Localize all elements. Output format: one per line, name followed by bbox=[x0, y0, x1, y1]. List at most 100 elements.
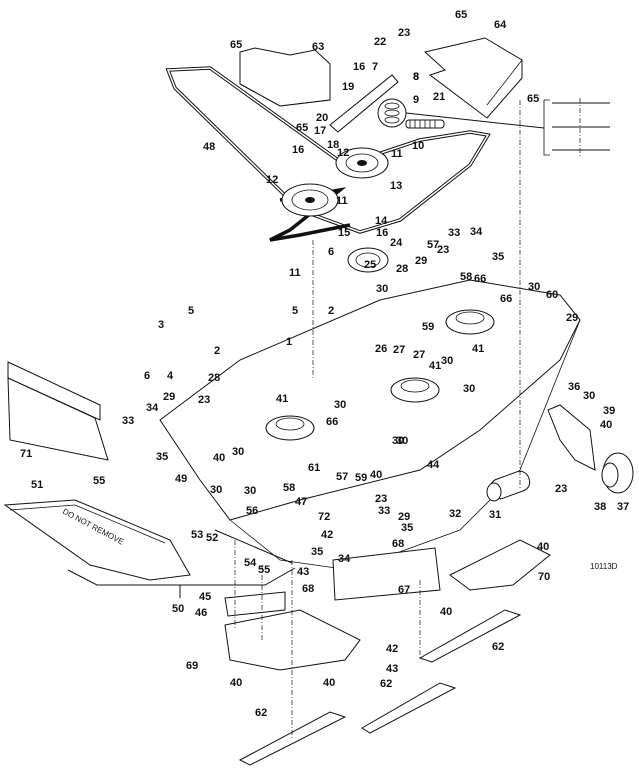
pulley-9 bbox=[377, 98, 407, 128]
baffle-67 bbox=[332, 547, 441, 601]
callout: 66 bbox=[326, 416, 338, 428]
callout: 33 bbox=[122, 415, 134, 427]
belt-48 bbox=[165, 66, 491, 234]
callout: 62 bbox=[255, 707, 267, 719]
callout: 6 bbox=[328, 246, 334, 258]
callout: 3 bbox=[158, 319, 164, 331]
callout: 35 bbox=[311, 546, 323, 558]
callout: 23 bbox=[198, 394, 210, 406]
roller-31 bbox=[486, 470, 531, 502]
callout: 17 bbox=[314, 125, 326, 137]
callout: 32 bbox=[449, 508, 461, 520]
callout: 11 bbox=[336, 195, 348, 207]
callout: 53 bbox=[191, 529, 203, 541]
callout: 16 bbox=[376, 227, 388, 239]
callout: 35 bbox=[156, 451, 168, 463]
callout: 18 bbox=[327, 139, 339, 151]
bracket-line-50 bbox=[67, 567, 296, 598]
callout: 28 bbox=[396, 263, 408, 275]
callout: 40 bbox=[213, 452, 225, 464]
callout: 55 bbox=[93, 475, 105, 487]
callout: 29 bbox=[415, 255, 427, 267]
callout: 28 bbox=[208, 372, 220, 384]
callout: 61 bbox=[308, 462, 320, 474]
callout: 13 bbox=[390, 180, 402, 192]
callout-labels: 65 63 65 48 16 12 19 20 17 18 12 16 7 22… bbox=[20, 9, 629, 719]
callout: 66 bbox=[500, 293, 512, 305]
callout: 8 bbox=[413, 71, 419, 83]
callout: 11 bbox=[391, 148, 403, 160]
callout: 72 bbox=[318, 511, 330, 523]
callout: 49 bbox=[175, 473, 187, 485]
callout: 36 bbox=[568, 381, 580, 393]
callout: 58 bbox=[283, 482, 295, 494]
callout: 41 bbox=[472, 343, 484, 355]
callout: 25 bbox=[364, 259, 376, 271]
callout: 9 bbox=[413, 94, 419, 106]
callout: 34 bbox=[146, 402, 159, 414]
callout: 33 bbox=[378, 505, 390, 517]
callout: 4 bbox=[167, 370, 174, 382]
callout: 65 bbox=[527, 93, 539, 105]
callout: 65 bbox=[230, 39, 242, 51]
spindle-pulley-41-left bbox=[265, 415, 315, 441]
callout: 23 bbox=[375, 493, 387, 505]
callout: 30 bbox=[232, 446, 244, 458]
callout: 58 bbox=[460, 271, 472, 283]
callout: 12 bbox=[266, 174, 278, 186]
callout: 2 bbox=[214, 345, 220, 357]
callout: 42 bbox=[321, 529, 333, 541]
callout: 35 bbox=[492, 251, 504, 263]
callout: 11 bbox=[289, 267, 301, 279]
idler-arm-7 bbox=[329, 74, 399, 133]
callout: 37 bbox=[617, 501, 629, 513]
callout: 30 bbox=[441, 355, 453, 367]
callout: 67 bbox=[398, 584, 410, 596]
callout: 12 bbox=[337, 147, 349, 159]
callout: 16 bbox=[353, 61, 365, 73]
callout: 30 bbox=[244, 485, 256, 497]
callout: 30 bbox=[583, 390, 595, 402]
callout: 30 bbox=[210, 484, 222, 496]
blade-62-center bbox=[361, 682, 457, 734]
callout: 24 bbox=[390, 237, 403, 249]
callout: 48 bbox=[203, 141, 215, 153]
callout: 65 bbox=[296, 122, 308, 134]
callout: 43 bbox=[386, 663, 398, 675]
rod-54 bbox=[214, 529, 293, 564]
callout: 30 bbox=[463, 383, 475, 395]
callout: 57 bbox=[427, 239, 439, 251]
callout: 20 bbox=[316, 112, 328, 124]
callout: 40 bbox=[600, 419, 612, 431]
callout: 46 bbox=[195, 607, 207, 619]
callout: 6 bbox=[144, 370, 150, 382]
callout: 55 bbox=[258, 564, 270, 576]
callout: 59 bbox=[355, 472, 367, 484]
callout: 62 bbox=[380, 678, 392, 690]
callout: 45 bbox=[199, 591, 211, 603]
pulley-12-right bbox=[335, 147, 389, 179]
callout: 44 bbox=[427, 459, 440, 471]
callout: 15 bbox=[338, 227, 350, 239]
spindle-pulley-41-right bbox=[445, 309, 495, 335]
callout: 30 bbox=[528, 281, 540, 293]
chute-71 bbox=[7, 361, 109, 461]
callout: 57 bbox=[336, 471, 348, 483]
callout: 41 bbox=[429, 360, 441, 372]
callout: 40 bbox=[370, 469, 382, 481]
callout: 27 bbox=[393, 344, 405, 356]
callout: 47 bbox=[295, 496, 307, 508]
figure-id: 10113D bbox=[590, 562, 618, 571]
callout: 43 bbox=[297, 566, 309, 578]
callout: 60 bbox=[546, 289, 558, 301]
callout: 2 bbox=[328, 305, 334, 317]
callout: 23 bbox=[437, 244, 449, 256]
pulley-detail-inset bbox=[405, 98, 610, 156]
callout: 7 bbox=[372, 61, 378, 73]
callout: 34 bbox=[470, 226, 483, 238]
callout: 54 bbox=[244, 557, 257, 569]
callout: 39 bbox=[603, 405, 615, 417]
pulley-12-left bbox=[281, 183, 339, 217]
